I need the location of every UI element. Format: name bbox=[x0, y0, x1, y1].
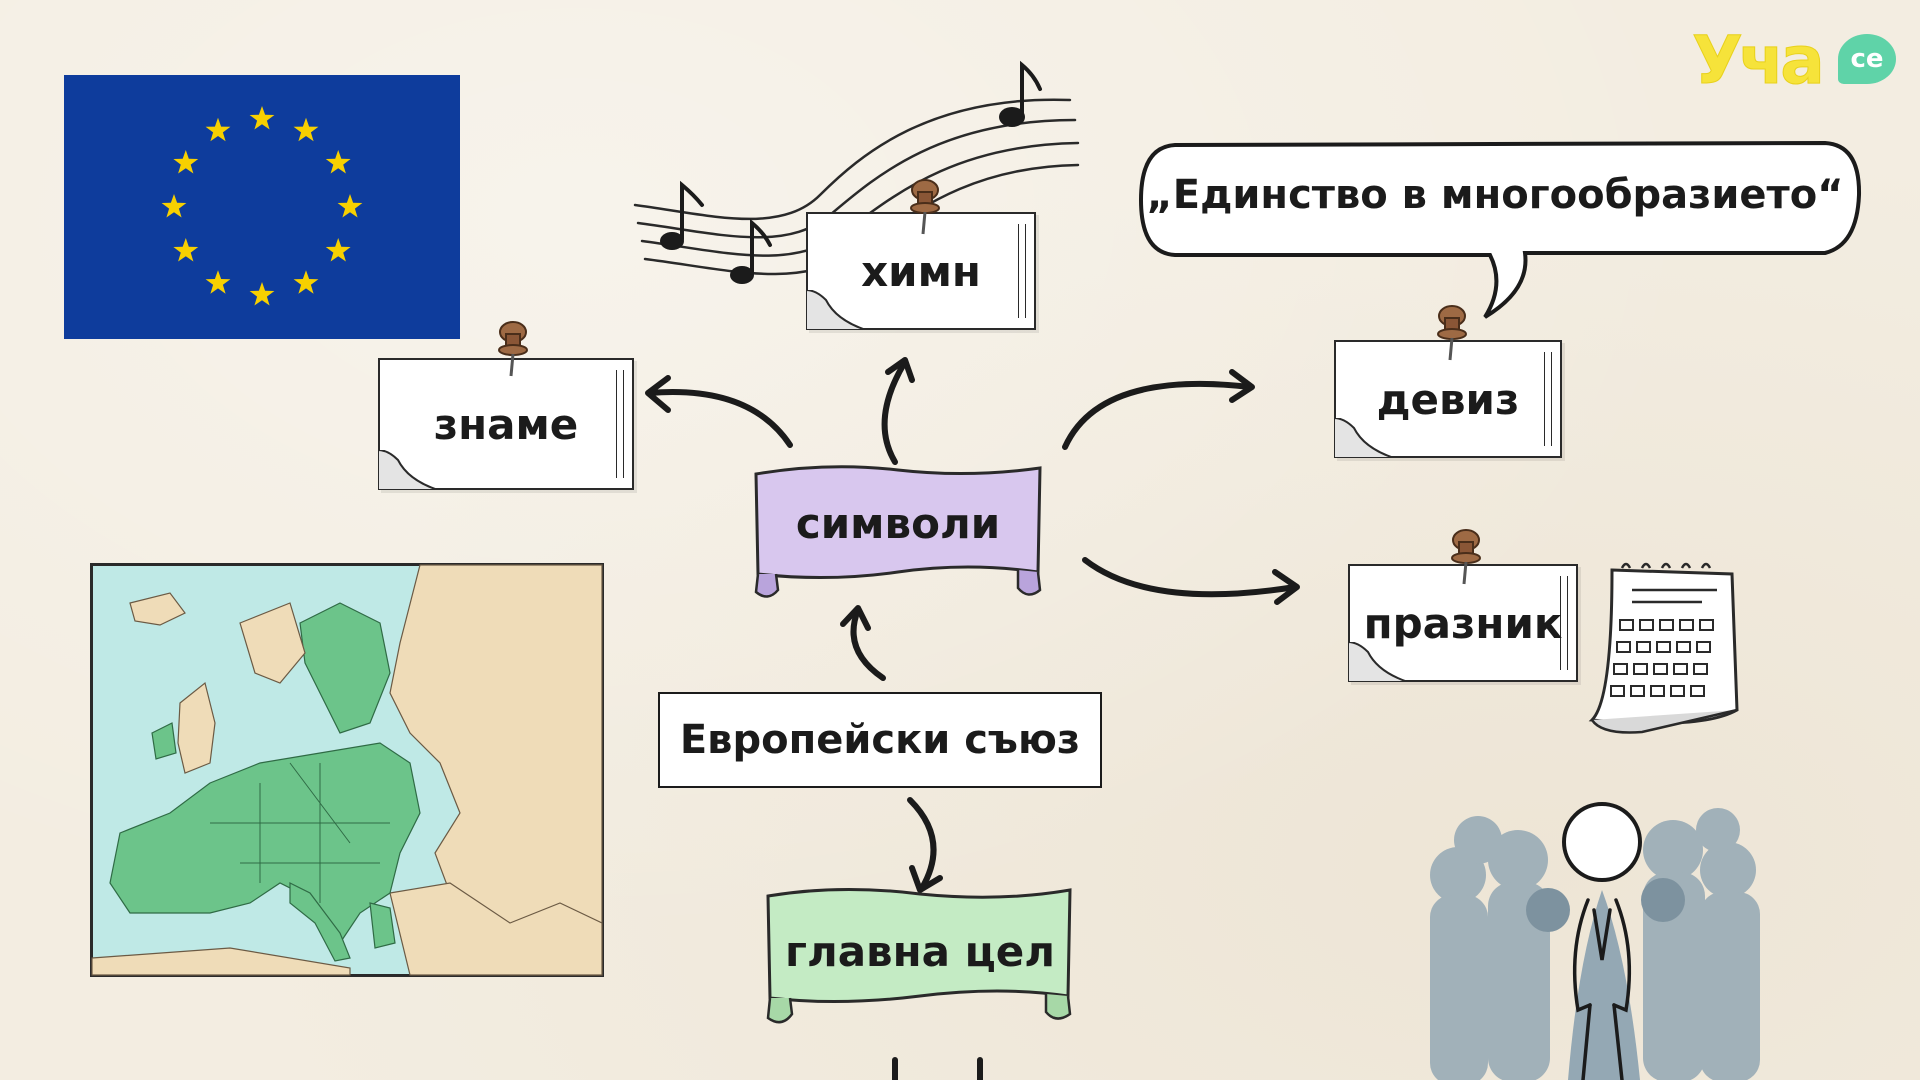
page-curl bbox=[1348, 642, 1408, 682]
flag-star bbox=[205, 117, 231, 142]
page-curl bbox=[806, 290, 866, 330]
calendar-day-cell bbox=[1670, 685, 1685, 697]
crowd-figure bbox=[1430, 802, 1760, 1080]
goal-label: главна цел bbox=[785, 926, 1055, 976]
calendar-day-cell bbox=[1633, 663, 1648, 675]
flag-star bbox=[325, 150, 351, 174]
calendar-day-cell bbox=[1639, 619, 1654, 631]
push-pin-icon bbox=[910, 179, 940, 235]
flag-star bbox=[161, 194, 187, 218]
europe-map bbox=[90, 563, 604, 977]
flag-star bbox=[173, 150, 199, 174]
eu-root-label: Европейски съюз bbox=[679, 717, 1081, 763]
page-curl bbox=[1334, 418, 1394, 458]
calendar-day-cell bbox=[1650, 685, 1665, 697]
calendar-day-cell bbox=[1699, 619, 1714, 631]
speech-bubble-icon bbox=[1138, 140, 1862, 319]
calendar-day-cell bbox=[1653, 663, 1668, 675]
note-anthem: химн bbox=[806, 212, 1036, 330]
symbols-banner bbox=[754, 465, 1042, 598]
flag-star bbox=[205, 270, 231, 294]
push-pin-icon bbox=[498, 321, 528, 377]
motto-quote: „Единство в многообразието“ bbox=[1146, 172, 1844, 218]
flag-label: знаме bbox=[433, 399, 579, 449]
note-flag: знаме bbox=[378, 358, 634, 490]
note-edge bbox=[1018, 224, 1026, 318]
calendar-day-cell bbox=[1656, 641, 1671, 653]
calendar-day-cell bbox=[1673, 663, 1688, 675]
logo-suffix: се bbox=[1850, 44, 1884, 74]
goal-banner bbox=[766, 887, 1072, 1024]
push-pin-icon bbox=[1451, 529, 1481, 585]
calendar-day-cell bbox=[1693, 663, 1708, 675]
calendar-day-cell bbox=[1659, 619, 1674, 631]
motto-label: девиз bbox=[1376, 374, 1520, 424]
flag-star bbox=[249, 106, 275, 130]
flag-star bbox=[337, 194, 363, 218]
logo-badge: се bbox=[1838, 34, 1896, 84]
push-pin-icon bbox=[1437, 305, 1467, 361]
flag-star bbox=[293, 117, 319, 142]
page-curl bbox=[378, 450, 438, 490]
flag-star bbox=[293, 270, 319, 294]
note-edge bbox=[1560, 576, 1568, 670]
calendar-day-cell bbox=[1676, 641, 1691, 653]
calendar-day-cell bbox=[1616, 641, 1631, 653]
flag-star bbox=[173, 238, 199, 262]
calendar-day-cell bbox=[1630, 685, 1645, 697]
calendar-day-cell bbox=[1679, 619, 1694, 631]
logo-text: Уча bbox=[1692, 22, 1826, 100]
flag-star bbox=[249, 282, 275, 306]
flag-star bbox=[325, 238, 351, 262]
calendar-day-cell bbox=[1613, 663, 1628, 675]
anthem-label: химн bbox=[861, 246, 981, 296]
note-edge bbox=[616, 370, 624, 478]
calendar-day-cell bbox=[1619, 619, 1634, 631]
calendar-day-cell bbox=[1690, 685, 1705, 697]
symbols-label: символи bbox=[795, 498, 1001, 548]
calendar-day-cell bbox=[1636, 641, 1651, 653]
calendar-day-cell bbox=[1610, 685, 1625, 697]
holiday-label: празник bbox=[1363, 598, 1563, 648]
eu-flag bbox=[64, 75, 460, 339]
note-edge bbox=[1544, 352, 1552, 446]
note-motto: девиз bbox=[1334, 340, 1562, 458]
eu-root-box: Европейски съюз bbox=[658, 692, 1102, 788]
calendar-icon bbox=[1588, 562, 1739, 734]
calendar-day-cell bbox=[1696, 641, 1711, 653]
